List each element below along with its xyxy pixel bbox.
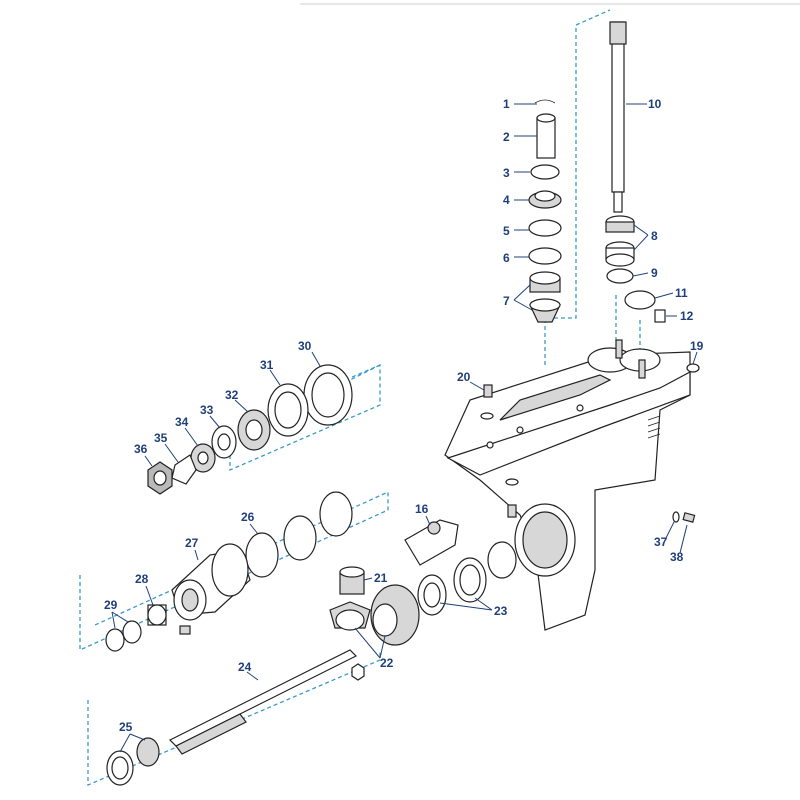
label-24: 24 xyxy=(238,660,252,674)
pin-b xyxy=(638,359,646,379)
nut-small xyxy=(351,663,365,681)
o-ring-26c xyxy=(319,491,353,537)
washer-3 xyxy=(530,164,560,180)
shim-9 xyxy=(606,268,634,284)
label-21: 21 xyxy=(374,571,388,585)
label-23: 23 xyxy=(494,604,508,618)
label-34: 34 xyxy=(175,415,189,429)
label-25: 25 xyxy=(119,720,133,734)
screw-38 xyxy=(682,512,696,523)
bearing-25 xyxy=(106,737,160,786)
vent-cap-19 xyxy=(686,363,700,373)
label-26: 26 xyxy=(241,510,255,524)
seal-6 xyxy=(528,247,562,265)
retaining-ring-1 xyxy=(534,99,556,104)
seal-5 xyxy=(528,219,562,237)
key xyxy=(179,625,191,635)
label-22: 22 xyxy=(380,656,394,670)
o-ring-26b xyxy=(283,515,317,561)
label-12: 12 xyxy=(680,309,694,323)
nut-36 xyxy=(147,461,173,495)
guide-gear-housing xyxy=(79,490,389,652)
gear-housing xyxy=(444,347,691,631)
washer-33 xyxy=(211,425,237,459)
forward-gear-22 xyxy=(370,584,420,646)
drive-shaft xyxy=(609,21,627,213)
label-2: 2 xyxy=(503,130,510,144)
gasket-30 xyxy=(303,364,353,426)
dowel-12 xyxy=(654,309,666,323)
label-19: 19 xyxy=(690,339,704,353)
o-ring-11 xyxy=(624,290,656,310)
guide-driveshaft-stack xyxy=(544,9,611,365)
bearing-28 xyxy=(147,604,167,626)
bolt-small xyxy=(505,478,519,518)
washer-37 xyxy=(672,511,680,523)
label-35: 35 xyxy=(154,431,168,445)
ring-31 xyxy=(267,383,309,437)
label-28: 28 xyxy=(135,572,149,586)
bolt-20 xyxy=(480,384,494,420)
pinion-gear-22 xyxy=(329,601,371,631)
label-29: 29 xyxy=(104,598,118,612)
label-20: 20 xyxy=(457,370,471,384)
oil-pump-16 xyxy=(404,519,459,566)
propeller-shaft-24 xyxy=(168,649,358,755)
label-36: 36 xyxy=(134,442,148,456)
seal-carrier-4 xyxy=(528,190,562,209)
label-38: 38 xyxy=(670,550,684,564)
pin-a xyxy=(615,339,623,359)
sleeve-21 xyxy=(339,566,365,595)
bearing-7 xyxy=(529,271,561,323)
label-8: 8 xyxy=(651,229,658,243)
o-ring-26 xyxy=(245,532,279,578)
label-27: 27 xyxy=(185,536,199,550)
label-7: 7 xyxy=(503,294,510,308)
label-10: 10 xyxy=(648,97,662,111)
label-9: 9 xyxy=(651,266,658,280)
part-labels: 1 2 3 4 5 6 7 10 8 9 11 12 19 20 16 21 2… xyxy=(104,97,704,734)
leader-lines xyxy=(111,103,698,753)
label-4: 4 xyxy=(503,193,510,207)
bearing-8 xyxy=(605,215,635,267)
nut-32 xyxy=(237,409,271,451)
label-3: 3 xyxy=(503,166,510,180)
label-30: 30 xyxy=(298,339,312,353)
guide-bearing-carrier xyxy=(229,364,381,471)
shim-ring xyxy=(487,541,517,579)
label-37: 37 xyxy=(654,535,668,549)
label-33: 33 xyxy=(200,403,214,417)
label-11: 11 xyxy=(675,286,688,300)
label-16: 16 xyxy=(415,502,429,516)
bearing-23 xyxy=(417,557,487,616)
bearing-34 xyxy=(190,443,216,473)
label-31: 31 xyxy=(260,358,274,372)
bearing-carrier-27 xyxy=(171,543,251,621)
sleeve-2 xyxy=(536,113,556,159)
label-32: 32 xyxy=(225,388,239,402)
guide-propshaft xyxy=(87,650,381,786)
seals-29 xyxy=(105,620,142,652)
label-5: 5 xyxy=(503,224,510,238)
label-6: 6 xyxy=(503,251,510,265)
label-1: 1 xyxy=(503,97,510,111)
